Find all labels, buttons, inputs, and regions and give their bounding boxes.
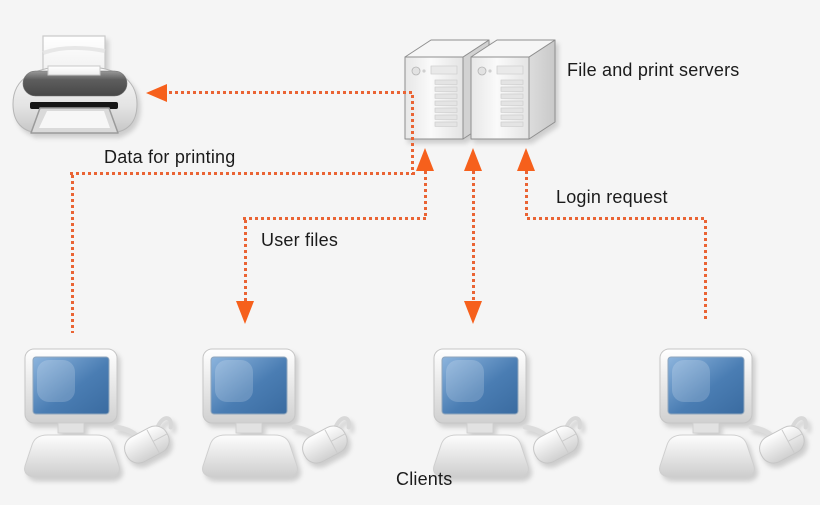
- arrowhead-to-server: [517, 148, 535, 171]
- client-computer-icon-4: [659, 348, 808, 478]
- arrowhead-to-server: [464, 148, 482, 171]
- edge-segment: [411, 95, 414, 175]
- edge-segment: [244, 220, 247, 302]
- client-computer-icon-2: [202, 348, 351, 478]
- arrowhead-to-printer: [146, 84, 167, 102]
- edge-segment: [527, 217, 707, 220]
- arrowhead-to-server: [416, 148, 434, 171]
- edge-segment: [704, 220, 707, 321]
- client-computer-icon-3: [433, 348, 582, 478]
- edge-segment: [243, 217, 426, 220]
- edge-segment: [71, 175, 74, 333]
- edge-segment: [169, 91, 414, 94]
- client-computer-icon-1: [24, 348, 173, 478]
- printer-icon: [12, 35, 138, 134]
- user-files-label: User files: [261, 230, 339, 250]
- arrowhead-to-client: [464, 301, 482, 324]
- edge-segment: [472, 171, 475, 302]
- edge-segment: [525, 171, 528, 219]
- data-for-printing-label: Data for printing: [104, 147, 236, 167]
- server-towers-icon: [404, 39, 556, 140]
- clients-label: Clients: [396, 469, 453, 489]
- login-request-label: Login request: [556, 187, 668, 207]
- edge-segment: [424, 171, 427, 219]
- servers-label: File and print servers: [567, 60, 740, 80]
- edge-segment: [70, 172, 416, 175]
- arrowhead-to-client: [236, 301, 254, 324]
